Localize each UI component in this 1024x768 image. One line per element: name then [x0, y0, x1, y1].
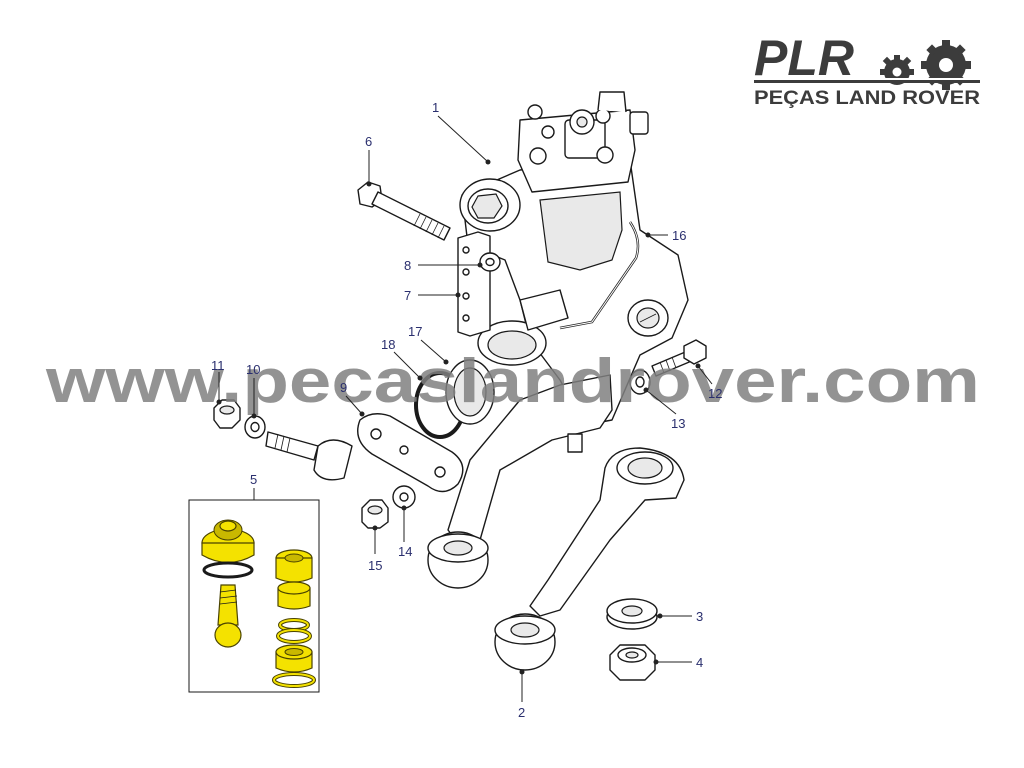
- nut-11: [213, 399, 241, 429]
- callout-1: 1: [432, 100, 439, 115]
- washer-8: [479, 252, 501, 272]
- bolt-12: [651, 339, 707, 377]
- logo-underline: [754, 80, 980, 83]
- callout-16: 16: [672, 228, 686, 243]
- seal-17: [445, 359, 495, 425]
- washer-3: [606, 598, 658, 630]
- washer-10: [244, 415, 266, 439]
- callout-7: 7: [404, 288, 411, 303]
- logo-tagline: PEÇAS LAND ROVER: [754, 88, 980, 109]
- callout-8: 8: [404, 258, 411, 273]
- steering-box: [459, 91, 689, 426]
- callout-12: 12: [708, 386, 722, 401]
- callout-17: 17: [408, 324, 422, 339]
- brand-logo: PLR PEÇAS LAND ROVER: [754, 30, 982, 109]
- callout-11: 11: [211, 358, 225, 373]
- logo-text: PLR: [754, 30, 854, 86]
- callout-labels: 1 6 16 8 7 17 18 9 11 10 5 12 13 14 15 3…: [211, 100, 722, 720]
- idler-arm: [494, 447, 685, 671]
- top-bolts: [527, 104, 614, 165]
- nut-15: [361, 499, 389, 529]
- drop-arm: [427, 374, 613, 589]
- link-arm-9: [265, 413, 464, 493]
- nut-4: [609, 644, 656, 681]
- callout-18: 18: [381, 337, 395, 352]
- callout-10: 10: [246, 362, 260, 377]
- callout-9: 9: [340, 380, 347, 395]
- washer-14: [392, 485, 416, 509]
- callout-15: 15: [368, 558, 382, 573]
- callout-3: 3: [696, 609, 703, 624]
- callout-4: 4: [696, 655, 703, 670]
- callout-5: 5: [250, 472, 257, 487]
- leader-lines: [216, 115, 713, 702]
- mounting-plate: [457, 231, 491, 337]
- callout-6: 6: [365, 134, 372, 149]
- callout-14: 14: [398, 544, 412, 559]
- ball-joint-kit: [188, 499, 320, 693]
- watermark-text: www.pecaslandrover.com: [45, 347, 980, 416]
- bolt-6: [357, 181, 451, 241]
- callout-2: 2: [518, 705, 525, 720]
- callout-13: 13: [671, 416, 685, 431]
